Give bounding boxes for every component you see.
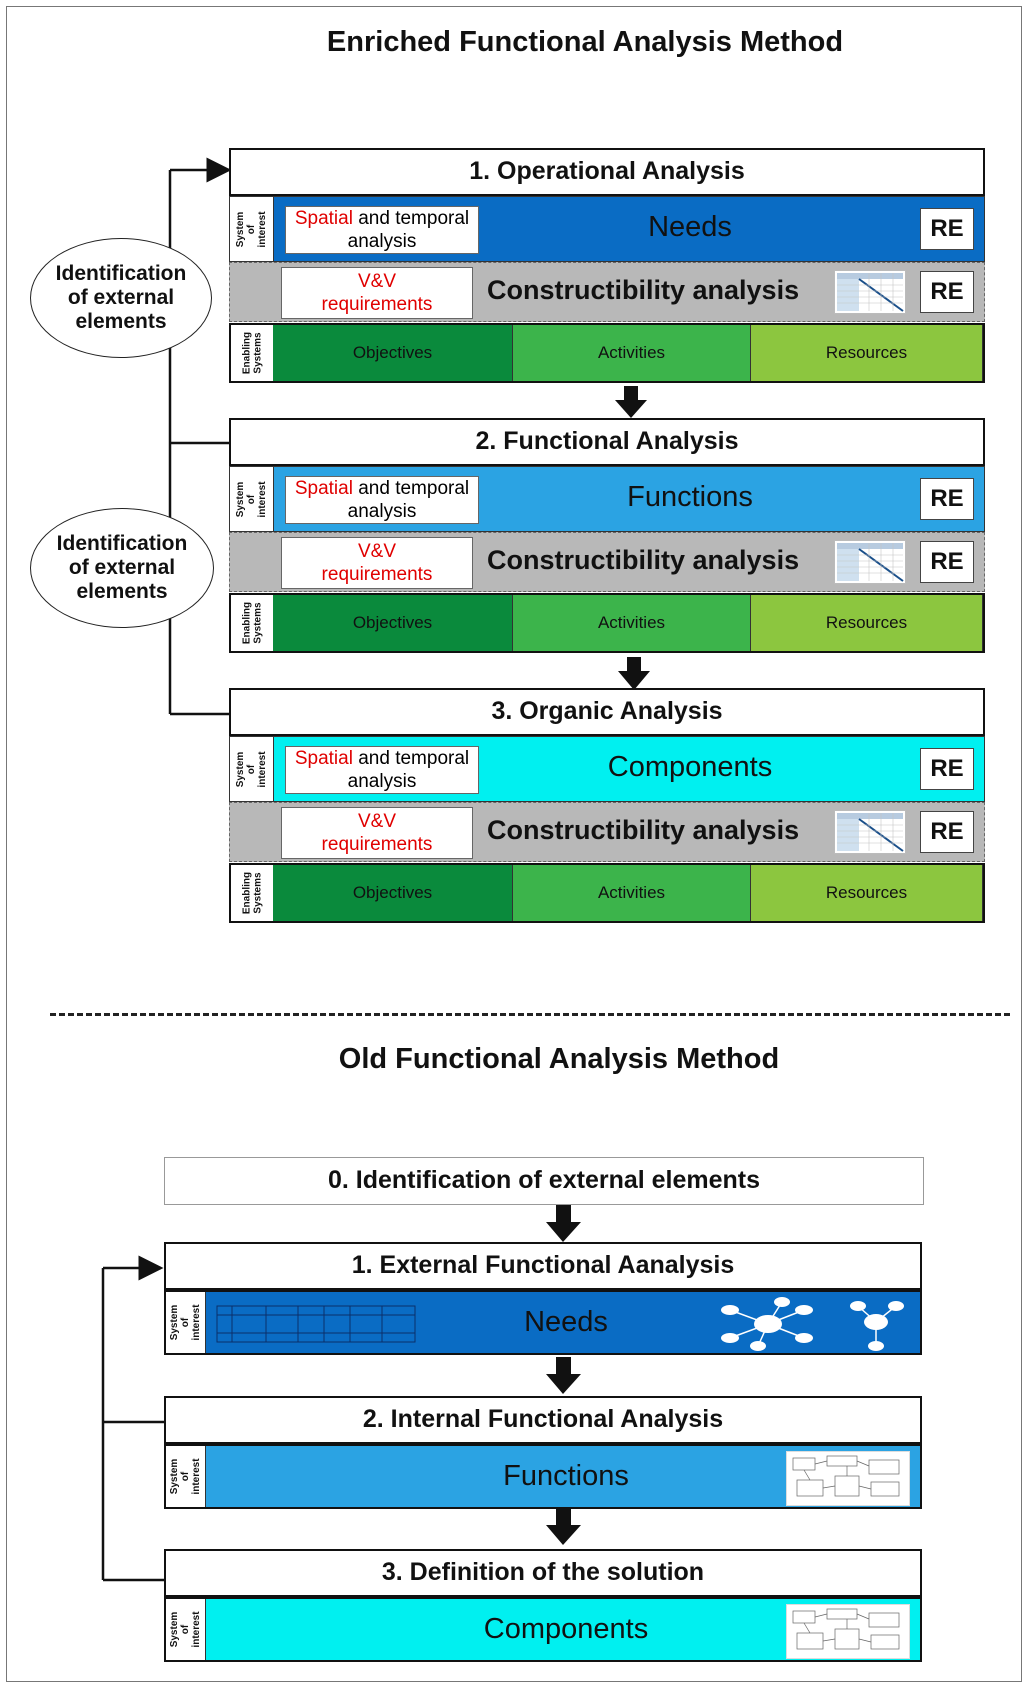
enabling-cell-resources: Resources [751, 865, 983, 921]
enabling-cell-resources: Resources [751, 595, 983, 651]
dependency-matrix-thumbnail [834, 540, 906, 584]
enabling-cell-objectives: Objectives [273, 595, 513, 651]
old-step-header: 1. External Functional Aanalysis [164, 1242, 922, 1290]
re-badge: RE [920, 811, 974, 853]
system-of-interest-text: System of interest [169, 1304, 202, 1341]
spatial-word: Spatial [294, 208, 353, 229]
empty-side-cell [230, 803, 274, 861]
enabling-systems-label: Enabling Systems [231, 865, 275, 921]
main-label: Components [607, 751, 773, 783]
requirements-table-thumbnail [216, 1305, 416, 1343]
outer-frame [6, 6, 1022, 1682]
old-step0-box: 0. Identification of external elements [164, 1157, 924, 1205]
constructibility-label: Constructibility analysis [487, 815, 800, 845]
system-of-interest-row: System of interest Spatial and temporal a… [229, 736, 985, 802]
enriched-method-title: Enriched Functional Analysis Method [326, 26, 844, 58]
re-badge: RE [920, 208, 974, 250]
system-of-interest-label: System of interest [166, 1599, 206, 1660]
enabling-systems-label: Enabling Systems [231, 325, 275, 381]
stage-header: 1. Operational Analysis [229, 148, 985, 196]
main-label: Functions [627, 481, 753, 513]
and-temporal-analysis: and temporal analysis [347, 208, 470, 252]
old-method-title: Old Functional Analysis Method [338, 1043, 780, 1075]
old-system-of-interest-row: System of interest Functions [164, 1444, 922, 1509]
enabling-cell-resources: Resources [751, 325, 983, 381]
enabling-cell-activities: Activities [513, 325, 751, 381]
identification-oval-1: Identification of external elements [30, 238, 212, 358]
spatial-temporal-text: Spatial and temporal analysis [286, 207, 478, 253]
constructibility-row: V&V requirements Constructibility analysi… [229, 262, 985, 322]
re-badge: RE [920, 271, 974, 313]
spatial-temporal-box: Spatial and temporal analysis [285, 206, 479, 254]
interaction-graph-thumbnail [716, 1296, 906, 1352]
spatial-temporal-text: Spatial and temporal analysis [286, 747, 478, 793]
old-step-header: 2. Internal Functional Analysis [164, 1396, 922, 1444]
old-down-arrow-2 [546, 1508, 581, 1545]
enabling-systems-text: Enabling Systems [241, 871, 264, 915]
enabling-systems-text: Enabling Systems [241, 331, 264, 375]
old-main-label: Needs [524, 1306, 608, 1338]
system-of-interest-text: System of interest [235, 210, 268, 248]
system-of-interest-label: System of interest [230, 467, 274, 531]
old-main-label: Functions [503, 1460, 629, 1492]
old-down-arrow-1 [546, 1357, 581, 1394]
enabling-cell-objectives: Objectives [273, 325, 513, 381]
constructibility-row: V&V requirements Constructibility analysi… [229, 802, 985, 862]
old-down-arrow-0 [546, 1205, 581, 1242]
dependency-matrix-thumbnail [834, 270, 906, 314]
and-temporal-analysis: and temporal analysis [347, 748, 470, 792]
spatial-temporal-box: Spatial and temporal analysis [285, 746, 479, 794]
system-of-interest-text: System of interest [235, 480, 268, 518]
constructibility-label: Constructibility analysis [487, 275, 800, 305]
enabling-cell-activities: Activities [513, 865, 751, 921]
old-system-of-interest-row: System of interest Needs [164, 1290, 922, 1355]
old-main-label: Components [483, 1613, 649, 1645]
system-of-interest-text: System of interest [169, 1458, 202, 1495]
vv-requirements-box: V&V requirements [281, 267, 473, 319]
empty-side-cell [230, 263, 274, 321]
block-diagram-thumbnail [786, 1451, 910, 1506]
system-of-interest-text: System of interest [169, 1611, 202, 1648]
re-badge: RE [920, 478, 974, 520]
re-badge: RE [920, 541, 974, 583]
stage-header: 2. Functional Analysis [229, 418, 985, 466]
enabling-systems-label: Enabling Systems [231, 595, 275, 651]
main-label: Needs [648, 211, 732, 243]
down-arrow-1 [615, 386, 647, 418]
system-of-interest-label: System of interest [166, 1292, 206, 1353]
down-arrow-2 [618, 657, 650, 690]
system-of-interest-row: System of interest Spatial and temporal a… [229, 466, 985, 532]
identification-oval-2: Identification of external elements [30, 508, 214, 628]
dependency-matrix-thumbnail [834, 810, 906, 854]
vv-requirements-box: V&V requirements [281, 807, 473, 859]
vv-requirements-box: V&V requirements [281, 537, 473, 589]
constructibility-label: Constructibility analysis [487, 545, 800, 575]
block-diagram-thumbnail [786, 1604, 910, 1659]
section-divider [50, 1013, 1010, 1016]
system-of-interest-label: System of interest [230, 737, 274, 801]
enabling-systems-text: Enabling Systems [241, 601, 264, 645]
constructibility-row: V&V requirements Constructibility analysi… [229, 532, 985, 592]
enabling-cell-objectives: Objectives [273, 865, 513, 921]
re-badge: RE [920, 748, 974, 790]
old-system-of-interest-row: System of interest Components [164, 1597, 922, 1662]
enabling-cell-activities: Activities [513, 595, 751, 651]
system-of-interest-text: System of interest [235, 750, 268, 788]
and-temporal-analysis: and temporal analysis [347, 478, 470, 522]
spatial-temporal-box: Spatial and temporal analysis [285, 476, 479, 524]
empty-side-cell [230, 533, 274, 591]
spatial-word: Spatial [294, 478, 353, 499]
spatial-temporal-text: Spatial and temporal analysis [286, 477, 478, 523]
system-of-interest-label: System of interest [166, 1446, 206, 1507]
system-of-interest-row: System of interest Spatial and temporal a… [229, 196, 985, 262]
stage-header: 3. Organic Analysis [229, 688, 985, 736]
old-step-header: 3. Definition of the solution [164, 1549, 922, 1597]
spatial-word: Spatial [294, 748, 353, 769]
system-of-interest-label: System of interest [230, 197, 274, 261]
